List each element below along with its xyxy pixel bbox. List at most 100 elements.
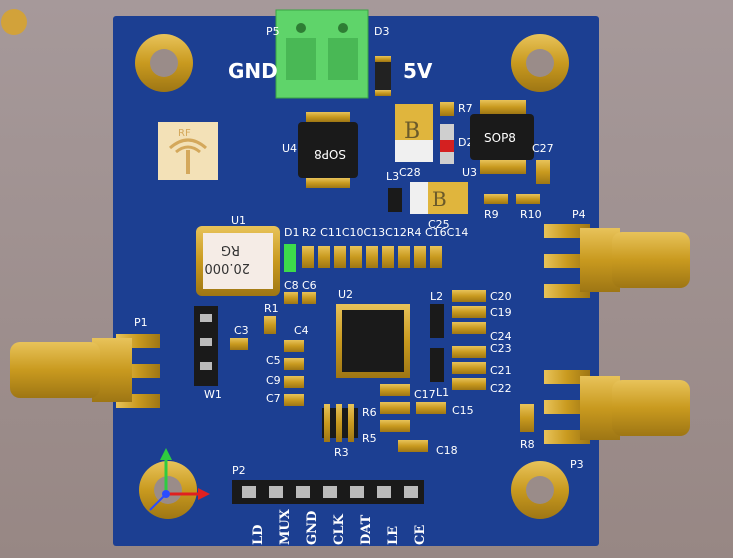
label-c23: C23 — [490, 342, 512, 355]
label-l3: L3 — [386, 170, 399, 183]
tantalum-cap-c28: B — [395, 104, 433, 162]
sma-connector-p3 — [544, 370, 690, 444]
pin-label-ce: CE — [413, 525, 428, 545]
label-d2: D2 — [458, 136, 473, 149]
label-u3: U3 — [462, 166, 477, 179]
led-d1 — [284, 244, 296, 272]
pin-label-clk: CLK — [332, 514, 347, 545]
resistor-r9 — [484, 194, 508, 204]
crystal-u1 — [196, 226, 280, 296]
mounting-hole-br — [511, 461, 569, 519]
chip-u3 — [470, 100, 534, 174]
inductor-l1 — [430, 348, 444, 382]
label-r7: R7 — [458, 102, 473, 115]
resistor-r10 — [516, 194, 540, 204]
label-gnd: GND — [228, 59, 278, 83]
pin-label-le: LE — [386, 526, 401, 545]
label-cap-row: R2 C11C10C13C12R4 C16C14 — [302, 226, 468, 239]
label-p1: P1 — [134, 316, 148, 329]
label-p2: P2 — [232, 464, 246, 477]
diode-d3 — [375, 56, 391, 96]
cap-c6 — [302, 292, 316, 304]
label-d3: D3 — [374, 25, 389, 38]
label-c6: C6 — [302, 279, 317, 292]
sma-connector-p4 — [544, 224, 690, 298]
label-u1: U1 — [231, 214, 246, 227]
label-c9: C9 — [266, 374, 281, 387]
inductor-l2 — [430, 304, 444, 338]
label-r6: R6 — [362, 406, 377, 419]
label-r8: R8 — [520, 438, 535, 451]
header-pin-labels: LD MUX GND CLK DAT LE CE — [251, 508, 428, 545]
cap-c27 — [536, 160, 550, 184]
cap-c17-block — [380, 384, 446, 452]
svg-text:B: B — [404, 119, 420, 144]
label-p3: P3 — [570, 458, 584, 471]
crystal-marking-rg: RG — [221, 242, 240, 257]
resistor-r8 — [520, 404, 534, 432]
power-connector-p5 — [275, 9, 369, 99]
pin-label-dat: DAT — [359, 514, 374, 545]
label-c24: C24 — [490, 330, 512, 343]
crystal-marking-freq: 20.000 — [205, 260, 251, 275]
label-c22: C22 — [490, 382, 512, 395]
label-c5: C5 — [266, 354, 281, 367]
header-p2 — [232, 480, 424, 504]
label-r5: R5 — [362, 432, 377, 445]
label-c15: C15 — [452, 404, 474, 417]
label-c4: C4 — [294, 324, 309, 337]
mounting-hole-tr — [511, 34, 569, 92]
chip-u3-marking: SOP8 — [484, 131, 516, 145]
label-r3: R3 — [334, 446, 349, 459]
label-l1: L1 — [436, 386, 449, 399]
label-5v: 5V — [403, 59, 433, 83]
pin-label-ld: LD — [251, 525, 266, 545]
label-p4: P4 — [572, 208, 586, 221]
mounting-hole-bl — [139, 461, 197, 519]
inductor-l3 — [388, 188, 402, 212]
chip-u4-marking: SOP8 — [314, 147, 346, 161]
resistor-array-r3 — [322, 404, 358, 442]
chip-u2 — [336, 304, 410, 378]
mounting-hole-tl — [135, 34, 193, 92]
rf-logo-icon: RF — [158, 122, 218, 180]
led-d2 — [440, 124, 454, 164]
label-l2: L2 — [430, 290, 443, 303]
label-c28: C28 — [399, 166, 421, 179]
label-c21: C21 — [490, 364, 512, 377]
sma-connector-p1 — [10, 334, 160, 408]
label-c27: C27 — [532, 142, 554, 155]
svg-text:B: B — [432, 187, 447, 211]
tantalum-cap-c25: B — [410, 182, 468, 214]
label-c19: C19 — [490, 306, 512, 319]
label-r10: R10 — [520, 208, 542, 221]
label-c18: C18 — [436, 444, 458, 457]
cap-c3 — [230, 338, 248, 350]
header-w1 — [194, 306, 218, 386]
label-c17: C17 — [414, 388, 436, 401]
chip-u4 — [298, 112, 358, 188]
label-c25: C25 — [428, 218, 450, 231]
label-r1: R1 — [264, 302, 279, 315]
label-c7: C7 — [266, 392, 281, 405]
label-c20: C20 — [490, 290, 512, 303]
label-r9: R9 — [484, 208, 499, 221]
label-u4: U4 — [282, 142, 297, 155]
label-w1: W1 — [204, 388, 222, 401]
label-u2: U2 — [338, 288, 353, 301]
resistor-r7 — [440, 102, 454, 116]
cap-c8 — [284, 292, 298, 304]
label-c8: C8 — [284, 279, 299, 292]
cap-column-left — [284, 340, 304, 406]
cap-column-right — [452, 290, 486, 390]
label-c3: C3 — [234, 324, 249, 337]
label-d1: D1 — [284, 226, 299, 239]
axis-gizmo-icon — [149, 448, 210, 511]
stray-blob — [1, 9, 27, 35]
cap-row — [302, 246, 442, 268]
pin-label-mux: MUX — [278, 508, 293, 545]
pin-label-gnd: GND — [305, 511, 320, 545]
svg-text:RF: RF — [178, 128, 191, 139]
